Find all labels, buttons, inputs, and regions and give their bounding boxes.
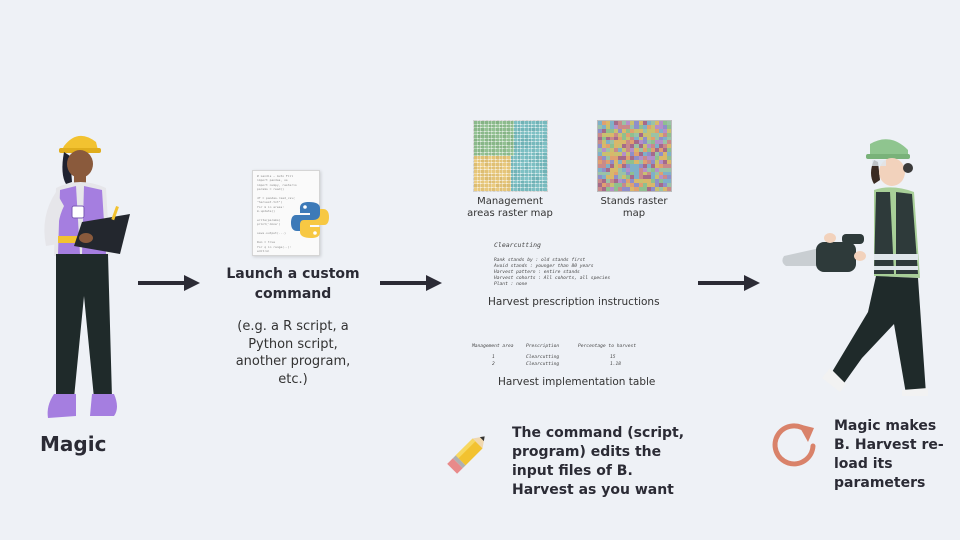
arrow-right-icon	[698, 275, 760, 291]
code-line: import pandas, os	[257, 178, 288, 183]
management-areas-label: Management areas raster map	[467, 196, 553, 219]
table-header-row: Management area Prescription Percentage …	[472, 343, 636, 350]
table-header-cell: Management area	[472, 344, 514, 349]
reload-icon	[772, 423, 816, 467]
code-line: import numpy, rasterio	[257, 182, 297, 187]
table-cell: Clearcutting	[526, 355, 560, 360]
reload-note: Magic makes B. Harvest re-load its param…	[834, 418, 944, 491]
code-line: df = pandas.read_csv(	[257, 196, 295, 201]
table-header-cell: Percentage to harvest	[578, 344, 637, 349]
code-line: for m in areas:	[257, 204, 285, 209]
prescription-line: Harvest pattern : entire stands	[494, 270, 580, 275]
code-line: # Landis — Auto Fill	[257, 174, 294, 178]
code-line: params = read()	[257, 187, 285, 192]
table-cell: 15	[610, 355, 616, 360]
implementation-caption: Harvest implementation table	[498, 376, 656, 388]
table-cell: 2	[492, 362, 495, 367]
prescription-caption: Harvest prescription instructions	[488, 296, 660, 308]
prescription-line: Rank stands by : old stands first	[494, 258, 586, 263]
magic-label: Magic	[40, 432, 107, 456]
launch-command-title: Launch a custom command	[226, 266, 360, 302]
worker-with-clipboard-illustration	[44, 135, 130, 418]
table-cell: 1	[492, 355, 495, 360]
table-row: 1 Clearcutting 15	[472, 354, 636, 361]
code-line: edit(q)	[257, 248, 270, 252]
pencil-icon	[447, 436, 485, 474]
edit-note: The command (script, program) edits the …	[512, 425, 685, 498]
code-line: write(params)	[257, 218, 281, 223]
code-line: Run = true	[257, 240, 276, 245]
prescription-heading: Clearcutting	[494, 241, 541, 249]
arrow-right-icon	[380, 275, 442, 291]
code-line: print('done')	[257, 222, 281, 227]
code-line: "harvest.txt")	[257, 200, 283, 205]
stands-raster-map	[597, 120, 672, 192]
table-cell: Clearcutting	[526, 362, 560, 367]
table-row: 2 Clearcutting 1.18	[472, 361, 636, 368]
prescription-line: Harvest cohorts : All cohorts, all speci…	[494, 276, 611, 281]
code-line: m.update()	[257, 209, 276, 214]
launch-command-note: (e.g. a R script, a Python script, anoth…	[235, 319, 351, 387]
management-areas-raster-map	[473, 120, 548, 192]
code-line: for q in range(..):	[257, 244, 292, 249]
python-logo-icon	[291, 202, 329, 238]
implementation-table: Management area Prescription Percentage …	[472, 343, 636, 368]
worker-with-chainsaw-illustration	[782, 139, 928, 396]
arrow-right-icon	[138, 275, 200, 291]
prescription-line: Avoid stands : younger than 80 years	[494, 264, 594, 269]
prescription-line: Plant : none	[494, 282, 528, 287]
code-line: save.output(...)	[257, 231, 286, 236]
prescription-lines: Rank stands by : old stands first Avoid …	[494, 258, 610, 288]
table-cell: 1.18	[610, 362, 622, 367]
stands-label: Stands raster map	[600, 196, 668, 219]
table-header-cell: Prescription	[526, 344, 560, 349]
